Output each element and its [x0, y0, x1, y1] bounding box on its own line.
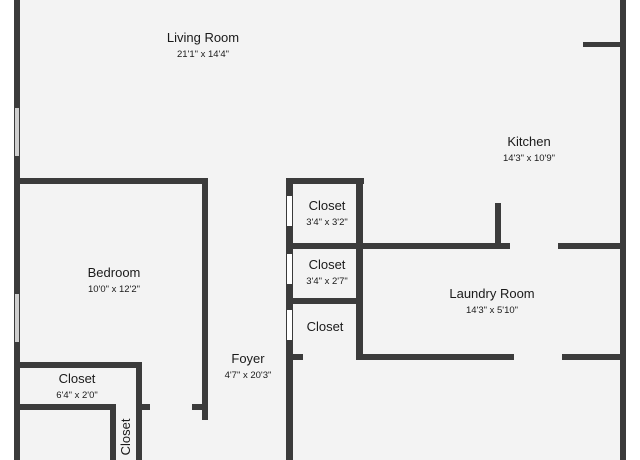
wall-closet4-top	[14, 362, 142, 368]
door-closet2	[287, 254, 292, 284]
closet4-name: Closet	[59, 371, 96, 386]
wall-laundry-bottom-left	[356, 354, 514, 360]
closet1-name: Closet	[309, 198, 346, 213]
floor-area	[14, 0, 626, 460]
wall-bedroom-bottom-left	[136, 404, 150, 410]
wall-kitchen-stub	[583, 42, 623, 47]
living-room-name: Living Room	[167, 30, 239, 45]
bedroom-dims: 10'0" x 12'2"	[88, 284, 140, 295]
wall-bedroom-bottom-right	[192, 404, 208, 410]
wall-closet3-bottom	[293, 354, 303, 360]
kitchen-dims: 14'3" x 10'9"	[503, 153, 555, 164]
wall-left-exterior	[14, 0, 20, 460]
wall-laundry-bottom-right	[562, 354, 626, 360]
closet2-name: Closet	[309, 257, 346, 272]
wall-closet4-right	[136, 362, 142, 410]
wall-closet5-left	[110, 404, 116, 460]
closet2-dims: 3'4" x 2'7"	[306, 276, 348, 287]
wall-laundry-top-right	[558, 243, 626, 249]
wall-bedroom-top	[14, 178, 206, 184]
wall-closet5-right	[136, 404, 142, 460]
living-room-dims: 21'1" x 14'4"	[177, 49, 229, 60]
closet3-name: Closet	[307, 319, 344, 334]
wall-closet2-bottom	[286, 298, 363, 304]
wall-right-exterior	[620, 0, 626, 460]
door-closet1	[287, 196, 292, 226]
foyer-dims: 4'7" x 20'3"	[225, 370, 272, 381]
wall-kitchen-counter	[495, 203, 501, 249]
wall-lower-right	[286, 360, 293, 460]
window-left-2	[15, 294, 19, 342]
foyer-name: Foyer	[231, 351, 265, 366]
window-left-1	[15, 108, 19, 156]
laundry-room-name: Laundry Room	[449, 286, 534, 301]
laundry-room-dims: 14'3" x 5'10"	[466, 305, 518, 316]
wall-closet1-top	[286, 178, 364, 184]
closet4-dims: 6'4" x 2'0"	[56, 390, 98, 401]
wall-bedroom-right	[202, 178, 208, 420]
bedroom-name: Bedroom	[88, 265, 141, 280]
wall-closet1-bottom	[286, 243, 363, 249]
kitchen-name: Kitchen	[507, 134, 550, 149]
door-closet3	[287, 310, 292, 340]
wall-closet4-bottom	[14, 404, 110, 410]
closet5-name: Closet	[118, 418, 133, 455]
wall-closets-right	[356, 178, 363, 360]
wall-laundry-top-left	[356, 243, 510, 249]
closet1-dims: 3'4" x 3'2"	[306, 217, 348, 228]
